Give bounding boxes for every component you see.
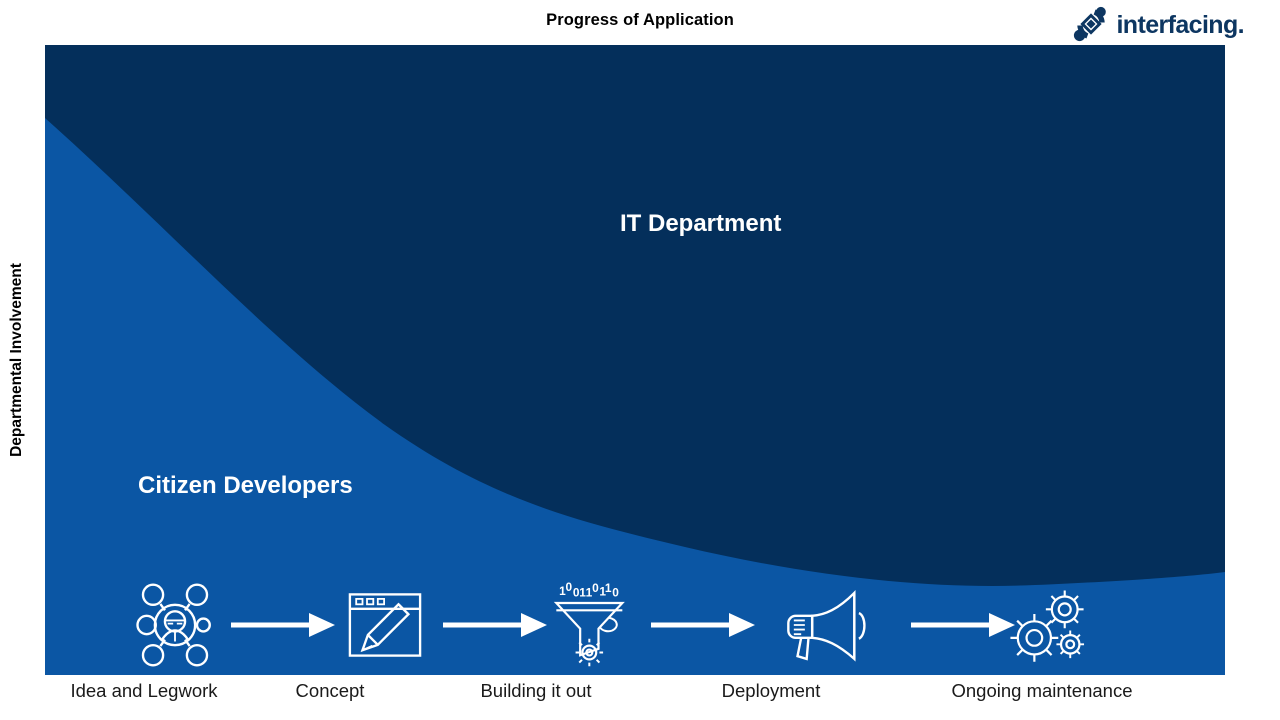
area-chart-svg — [45, 45, 1225, 675]
it-department-region — [45, 45, 1225, 586]
page-title: Progress of Application — [546, 11, 734, 29]
svg-text:0: 0 — [566, 581, 573, 594]
y-axis-label: Departmental Involvement — [0, 45, 34, 675]
chart-plot-area: IT Department Citizen Developers — [45, 45, 1225, 675]
stage-caption-deployment: Deployment — [721, 680, 821, 701]
region-label-citizen-developers: Citizen Developers — [138, 472, 353, 499]
stage-captions: Idea and Legwork Concept Building it out… — [0, 680, 1280, 716]
svg-text:1: 1 — [586, 586, 593, 600]
brand-name: interfacing. — [1116, 10, 1244, 39]
stage-icon-idea-and-legwork — [123, 580, 227, 670]
arrow-right-icon — [911, 613, 1015, 637]
svg-text:0: 0 — [612, 586, 619, 600]
browser-pencil-icon — [348, 593, 422, 657]
brand-logo: interfacing. — [1072, 4, 1245, 44]
stage-icon-ongoing-maintenance — [998, 580, 1102, 670]
svg-text:1: 1 — [605, 581, 612, 595]
stage-caption-concept: Concept — [295, 680, 365, 701]
stage-caption-building-it-out: Building it out — [480, 680, 592, 701]
stage-icon-deployment — [773, 580, 877, 670]
stage-caption-ongoing-maintenance: Ongoing maintenance — [951, 680, 1133, 701]
region-label-it-department: IT Department — [620, 210, 782, 237]
arrow-right-icon — [443, 613, 547, 637]
megaphone-icon — [787, 590, 866, 662]
stage-caption-idea-and-legwork: Idea and Legwork — [70, 680, 218, 701]
arrow-right-icon — [651, 613, 755, 637]
stage-icon-concept — [333, 580, 437, 670]
svg-text:1: 1 — [599, 585, 606, 599]
people-network-icon — [136, 583, 211, 667]
stage-arrow-4 — [911, 608, 1019, 642]
stage-arrow-1 — [231, 608, 339, 642]
stage-arrow-2 — [443, 608, 551, 642]
svg-text:0: 0 — [573, 586, 580, 600]
arrow-right-icon — [231, 613, 335, 637]
y-axis-label-text: Departmental Involvement — [8, 263, 25, 457]
interfacing-swirl-icon — [1074, 6, 1107, 42]
stage-arrow-3 — [651, 608, 759, 642]
gears-icon — [1010, 590, 1085, 662]
svg-text:1: 1 — [579, 586, 586, 600]
svg-text:0: 0 — [592, 581, 599, 595]
svg-text:1: 1 — [559, 584, 566, 598]
